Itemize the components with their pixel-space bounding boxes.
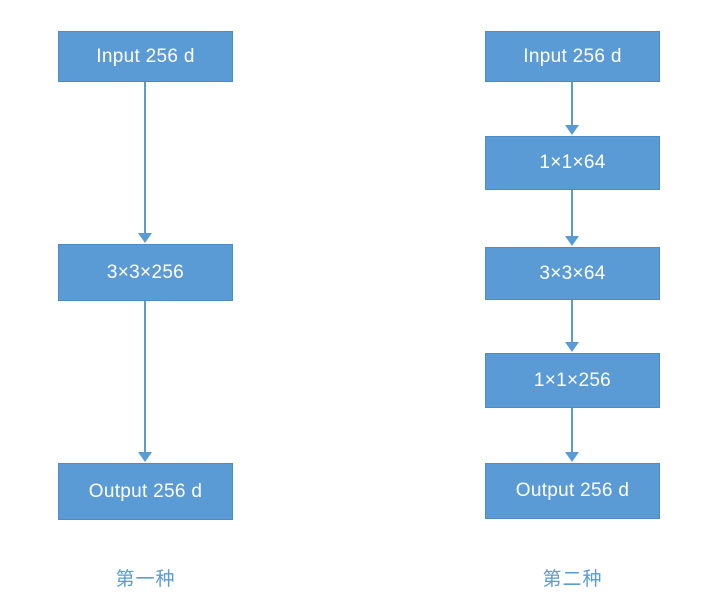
node-input-256d: Input 256 d [58,31,233,82]
arrow-down-icon [565,300,579,352]
arrow-down-icon [565,408,579,462]
diagram-caption-second: 第二种 [542,569,603,590]
arrow-shaft [571,408,573,452]
node-conv-1x1x256: 1×1×256 [485,353,660,408]
node-label: 1×1×256 [533,369,612,391]
node-label: Input 256 d [96,45,195,67]
node-output-256d: Output 256 d [58,463,233,520]
node-label: Input 256 d [523,45,622,67]
node-label: 1×1×64 [539,152,606,173]
arrow-head [565,125,579,135]
arrow-shaft [571,300,573,342]
node-conv-3x3x256: 3×3×256 [58,244,233,301]
node-conv-1x1x64: 1×1×64 [485,136,660,190]
arrow-shaft [571,190,573,236]
arrow-down-icon [138,82,152,243]
node-output-256d: Output 256 d [485,463,660,519]
arrow-head [565,342,579,352]
arrow-head [138,452,152,462]
node-label: 3×3×256 [106,261,185,283]
arrow-down-icon [138,301,152,462]
arrow-down-icon [565,82,579,135]
node-label: Output 256 d [515,480,630,501]
node-input-256d: Input 256 d [485,31,660,82]
arrow-head [565,236,579,246]
node-label: Output 256 d [88,480,203,502]
arrow-head [565,452,579,462]
node-conv-3x3x64: 3×3×64 [485,247,660,300]
arrow-down-icon [565,190,579,246]
diagram-caption-first: 第一种 [115,569,176,590]
arrow-shaft [144,301,146,452]
node-label: 3×3×64 [539,262,606,284]
arrow-head [138,233,152,243]
arrow-shaft [144,82,146,233]
arrow-shaft [571,82,573,125]
